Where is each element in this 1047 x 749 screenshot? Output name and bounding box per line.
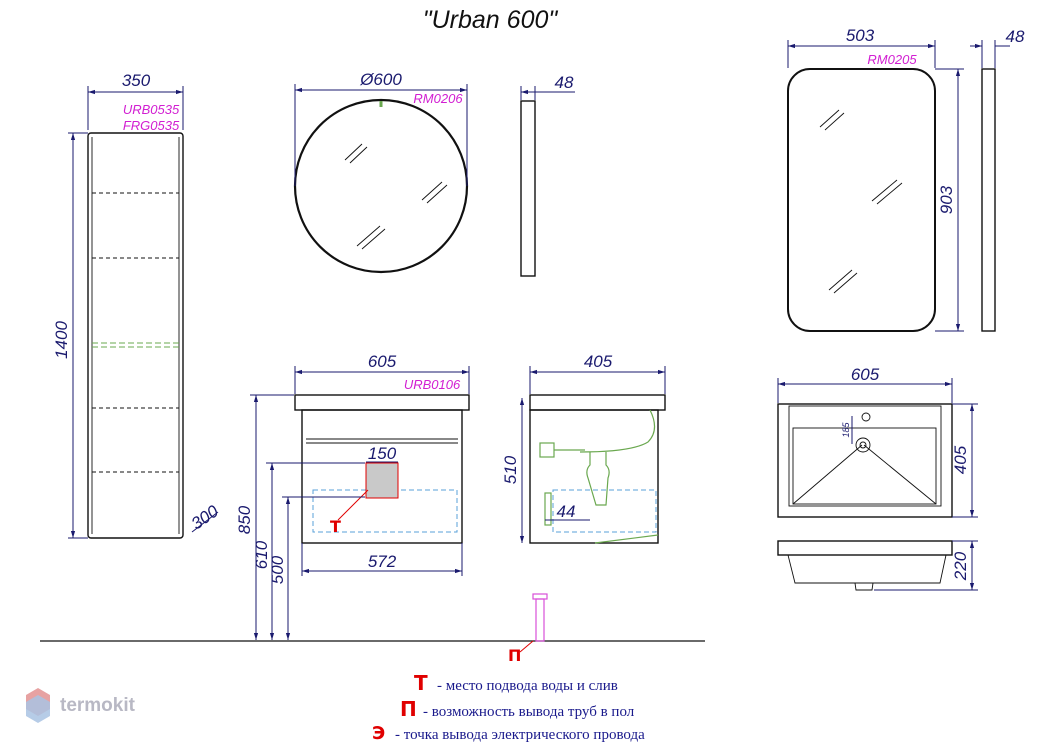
vanity-front-inner-width: 572 [368, 552, 397, 571]
marker-p: П [508, 646, 521, 665]
legend-mark-1: Т [414, 671, 428, 695]
vanity-side: 405 510 44 [501, 352, 666, 544]
tall-cabinet-depth: 300 [188, 501, 223, 533]
floor-pipe: П [508, 593, 548, 665]
vanity-front-box-size: 150 [368, 444, 397, 463]
round-mirror-depth: 48 [555, 73, 574, 92]
rect-mirror-depth: 48 [1006, 27, 1025, 46]
legend: Т - место подвода воды и слив П - возмож… [372, 671, 645, 744]
round-mirror-diameter: Ø600 [359, 70, 402, 89]
basin-top: 185 605 405 [777, 365, 978, 518]
basin-side: 220 [777, 540, 978, 591]
vanity-side-height: 510 [501, 455, 520, 484]
tall-cabinet-width: 350 [122, 71, 151, 90]
tall-cabinet-height: 1400 [52, 321, 71, 359]
legend-text-2: - возможность вывода труб в пол [423, 704, 635, 720]
basin-side-height: 220 [951, 551, 970, 581]
basin-top-width: 605 [851, 365, 880, 384]
legend-mark-3: Э [372, 723, 385, 744]
rect-mirror-width: 503 [846, 26, 875, 45]
tall-cabinet-code-1: URB0535 [123, 102, 180, 117]
rect-mirror-code: RM0205 [867, 52, 917, 67]
legend-text-3: - точка вывода электрического провода [395, 727, 645, 743]
legend-mark-2: П [400, 697, 417, 721]
legend-text-1: - место подвода воды и слив [437, 678, 618, 694]
tall-cabinet: 350 URB0535 FRG0535 1400 300 [52, 71, 223, 539]
round-mirror: Ø600 RM0206 48 [293, 70, 575, 277]
height-610: 610 [252, 540, 271, 569]
vanity-side-inner: 44 [557, 502, 576, 521]
drawing-title: "Urban 600" [423, 6, 559, 34]
rect-mirror: 503 RM0205 903 48 [787, 26, 1025, 332]
height-850: 850 [235, 505, 254, 534]
watermark: termokit [26, 688, 136, 723]
rect-mirror-height: 903 [937, 185, 956, 214]
tall-cabinet-code-2: FRG0535 [123, 118, 180, 133]
vanity-side-depth: 405 [584, 352, 613, 371]
watermark-text: termokit [60, 695, 136, 716]
vanity-front-width: 605 [368, 352, 397, 371]
round-mirror-code: RM0206 [413, 91, 463, 106]
vanity-front-code: URB0106 [404, 377, 461, 392]
height-500: 500 [268, 555, 287, 584]
marker-t: Т [330, 517, 341, 536]
vanity-front: Т 605 URB0106 150 572 850 610 500 [235, 352, 470, 640]
basin-hole-offset: 185 [841, 422, 851, 438]
basin-top-depth: 405 [951, 445, 970, 474]
